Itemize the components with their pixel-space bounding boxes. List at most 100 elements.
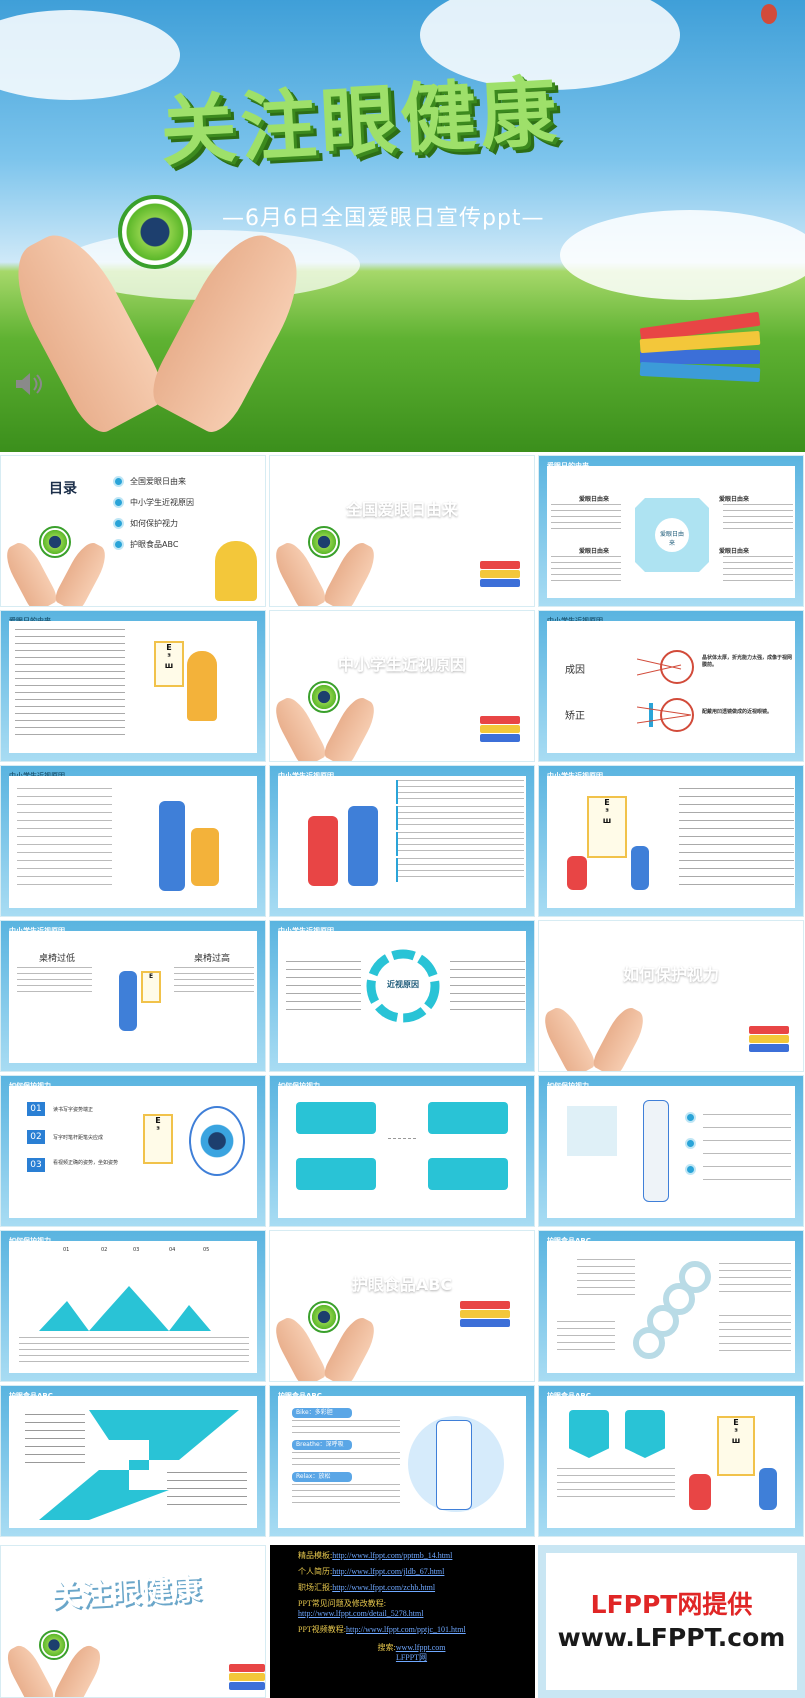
brand-url[interactable]: www.LFPPT.com: [557, 1623, 786, 1652]
slide-body: 爱眼日由来 爱眼日由来 爱眼日由来 爱眼日由来 爱眼日由来: [547, 466, 795, 598]
reason-list: [396, 780, 524, 884]
doctor-illustration: [187, 651, 217, 721]
correction-note: 配戴用凹透镜做成的近视眼镜。: [702, 709, 773, 715]
toc-slide: 目录 全国爱眼日由来 中小学生近视原因 如何保护视力 护眼食品ABC: [0, 455, 266, 607]
food-card: [569, 1410, 609, 1458]
text-block: [292, 1420, 400, 1438]
desk-slide: 中小学生近视原因 桌椅过低 桌椅过高 E: [0, 920, 266, 1072]
text-block: [17, 788, 112, 888]
cover-slide: 关注眼健康 —6月6日全国爱眼日宣传ppt—: [0, 0, 805, 452]
correction-label: 矫正: [565, 711, 585, 722]
step-label: 读书写字姿势端正: [53, 1107, 94, 1113]
myopia-cause-slide-b: 中小学生近视原因: [269, 765, 535, 917]
slide-body: [9, 1396, 257, 1528]
food-zigzag-slide: 护眼食品ABC: [0, 1385, 266, 1537]
text-block: [174, 967, 254, 997]
diagram-center-label: 爱眼日由来: [659, 531, 684, 547]
doctor-illustration: [436, 1420, 472, 1510]
text-block: [292, 1484, 400, 1506]
books-stack-icon: [639, 311, 761, 383]
slide-body: 近视原因: [278, 931, 526, 1063]
step-number: 01: [27, 1102, 45, 1116]
site-link[interactable]: www.lfppt.com: [395, 1643, 446, 1652]
food-card: [625, 1410, 665, 1458]
tip-icon: [685, 1164, 696, 1175]
toc-title: 目录: [49, 481, 77, 497]
child-illustration: [759, 1468, 777, 1510]
search-label: 搜索:: [377, 1643, 396, 1652]
toc-item[interactable]: 中小学生近视原因: [113, 492, 194, 513]
toc-item-label: 中小学生近视原因: [130, 498, 194, 507]
toc-item[interactable]: 全国爱眼日由来: [113, 471, 194, 492]
zigzag-graphic: [39, 1410, 239, 1520]
peak-label: 05: [203, 1247, 210, 1253]
eye-leaf-logo-icon: [39, 1630, 69, 1660]
timeline-text: [15, 629, 125, 739]
peak-label: 04: [169, 1247, 176, 1253]
speaker-icon[interactable]: [14, 370, 44, 398]
brand-panel: LFPPT网提供 www.LFPPT.com: [538, 1545, 805, 1698]
closing-title: 关注眼健康: [50, 1572, 202, 1615]
text-block: [17, 967, 92, 997]
cloud: [330, 456, 500, 506]
toc-item[interactable]: 如何保护视力: [113, 513, 194, 534]
section-title: 全国爱眼日由来: [345, 500, 458, 519]
text-block: [557, 1321, 615, 1351]
list-item: [396, 780, 524, 804]
link-label: 职场汇报:: [298, 1583, 333, 1592]
video-tutorial-link[interactable]: http://www.lfppt.com/pptjc_101.html: [346, 1625, 466, 1634]
food-tag: Breathe：深呼吸: [292, 1440, 352, 1450]
text-block: [719, 1315, 791, 1355]
books-stack-icon: [480, 561, 520, 588]
step-label: 看视频正确的姿势，坐如姿势: [53, 1160, 119, 1166]
eye-leaf-logo-icon: [308, 1301, 340, 1333]
link-label: PPT视频教程:: [298, 1625, 347, 1634]
text-block: [723, 504, 793, 534]
corrected-eye-diagram: [637, 698, 694, 732]
protect-peaks-slide: 如何保护视力 01 02 03 04 05: [0, 1230, 266, 1382]
bullet-icon: [113, 518, 124, 529]
quadrant-label: 爱眼日由来: [719, 496, 750, 503]
cause-note: 晶状体太厚，折光能力太强，成像于视网膜前。: [702, 655, 793, 668]
tip-icon: [685, 1112, 696, 1123]
list-item: [396, 806, 524, 830]
peaks-graphic: [39, 1286, 239, 1331]
quadrant-label: 爱眼日由来: [719, 548, 750, 555]
doctor-illustration: [159, 801, 185, 891]
report-link[interactable]: http://www.lfppt.com/zchb.html: [332, 1583, 436, 1592]
link-label: 个人简历:: [298, 1567, 333, 1576]
slide-body: 桌椅过低 桌椅过高 E: [9, 931, 257, 1063]
child-illustration: [689, 1474, 711, 1510]
template-link[interactable]: http://www.lfppt.com/pptmb_14.html: [332, 1551, 453, 1560]
resume-link[interactable]: http://www.lfppt.com/jldb_67.html: [332, 1567, 445, 1576]
balloon-icon: [761, 4, 777, 24]
doctor-illustration: [643, 1100, 669, 1202]
text-block: [703, 1114, 791, 1184]
books-stack-icon: [460, 1301, 510, 1328]
eye-leaf-logo-icon: [118, 195, 192, 269]
section-slide-1: 全国爱眼日由来: [269, 455, 535, 607]
text-block: [551, 556, 621, 586]
text-block: [551, 504, 621, 534]
cloud: [101, 1546, 265, 1596]
toc-item[interactable]: 护眼食品ABC: [113, 534, 194, 555]
step-card: [428, 1158, 508, 1190]
books-stack-icon: [480, 716, 520, 743]
desk-low-label: 桌椅过低: [39, 954, 76, 964]
desk-high-label: 桌椅过高: [194, 954, 231, 964]
faq-link[interactable]: http://www.lfppt.com/detail_5278.html: [298, 1609, 424, 1618]
food-tag: Relax：放松: [292, 1472, 352, 1482]
food-rings-slide: 护眼食品ABC: [538, 1230, 804, 1382]
origin-diagram: [635, 498, 709, 572]
closing-subtitle: —6月6日全国爱眼日宣传ppt—: [83, 1615, 195, 1624]
text-block: [679, 788, 794, 888]
step-card: [428, 1102, 508, 1134]
section-slide-4: 护眼食品ABC: [269, 1230, 535, 1382]
toc-item-label: 如何保护视力: [130, 519, 178, 528]
site-name-link[interactable]: LFPPT网: [395, 1653, 428, 1662]
eye-chart-illustration: E: [141, 971, 161, 1003]
section-title: 如何保护视力: [622, 965, 719, 984]
